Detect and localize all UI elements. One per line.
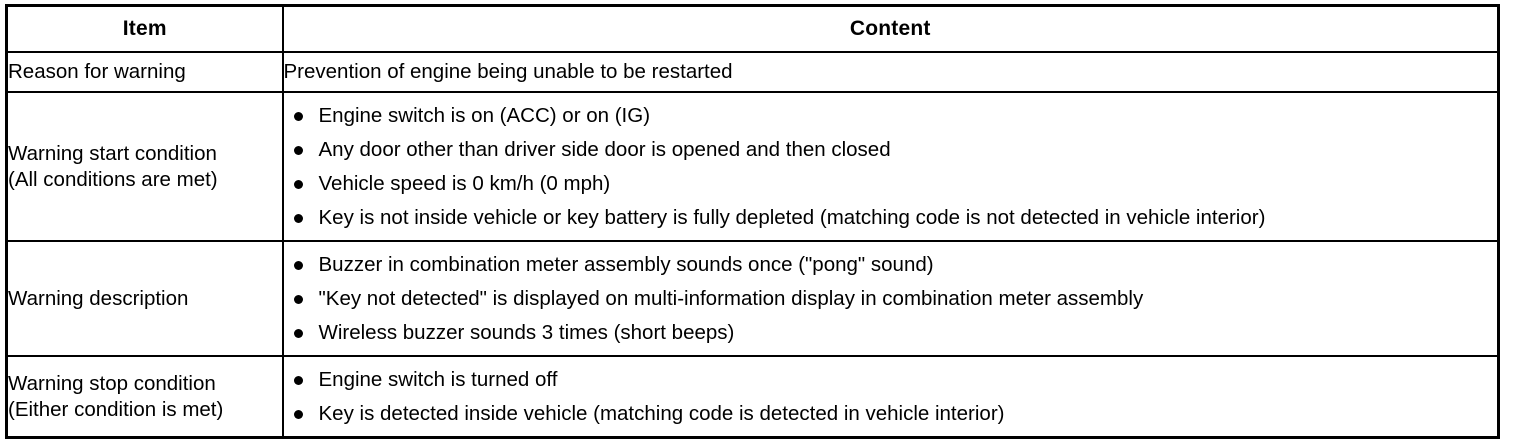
list-item: Engine switch is turned off (284, 366, 1498, 393)
list-item: Buzzer in combination meter assembly sou… (284, 251, 1498, 278)
row-label-reason-for-warning: Reason for warning (5, 51, 284, 93)
list-item-text: Buzzer in combination meter assembly sou… (318, 253, 934, 276)
list-item: "Key not detected" is displayed on multi… (284, 285, 1498, 312)
list-item: Engine switch is on (ACC) or on (IG) (284, 102, 1498, 129)
row-label-line2: (All conditions are met) (8, 167, 218, 191)
row-label-line1: Warning description (8, 286, 189, 310)
table-row: Warning start condition (All conditions … (5, 91, 1500, 242)
list-item: Key is detected inside vehicle (matching… (284, 400, 1498, 427)
list-item-text: Key is detected inside vehicle (matching… (318, 402, 1005, 425)
column-header-item: Item (5, 4, 284, 53)
list-item-text: Any door other than driver side door is … (318, 138, 891, 161)
row-label-warning-stop-condition: Warning stop condition (Either condition… (5, 355, 284, 439)
table-row: Reason for warning Prevention of engine … (5, 51, 1500, 93)
row-content-warning-description: Buzzer in combination meter assembly sou… (281, 240, 1500, 357)
row-label-line2: (Either condition is met) (8, 397, 224, 421)
list-item-text: Wireless buzzer sounds 3 times (short be… (318, 321, 735, 344)
list-item-text: Engine switch is on (ACC) or on (IG) (318, 104, 651, 127)
list-item-text: Engine switch is turned off (318, 368, 558, 391)
bullet-dot-icon (293, 146, 303, 155)
list-item: Wireless buzzer sounds 3 times (short be… (284, 319, 1498, 346)
bullet-dot-icon (293, 410, 303, 419)
row-label-line1: Warning start condition (8, 141, 217, 165)
bullet-dot-icon (293, 112, 303, 121)
row-label-line1: Reason for warning (8, 60, 186, 83)
content-text: Prevention of engine being unable to be … (283, 60, 733, 83)
bullet-list: Engine switch is on (ACC) or on (IG) Any… (284, 93, 1498, 240)
bullet-dot-icon (293, 214, 303, 223)
column-header-content: Content (281, 4, 1500, 53)
warning-specification-table: Item Content Reason for warning Preventi… (5, 4, 1500, 439)
list-item-text: Vehicle speed is 0 km/h (0 mph) (318, 172, 611, 195)
bullet-dot-icon (293, 261, 303, 270)
document-page: Item Content Reason for warning Preventi… (5, 4, 1500, 439)
list-item: Vehicle speed is 0 km/h (0 mph) (284, 170, 1498, 197)
list-item: Any door other than driver side door is … (284, 136, 1498, 163)
list-item-text: Key is not inside vehicle or key battery… (318, 206, 1266, 229)
table-row: Warning stop condition (Either condition… (5, 355, 1500, 439)
bullet-list: Engine switch is turned off Key is detec… (284, 357, 1498, 436)
list-item-text: "Key not detected" is displayed on multi… (318, 287, 1144, 310)
row-label-line1: Warning stop condition (8, 371, 216, 395)
row-label-warning-start-condition: Warning start condition (All conditions … (5, 91, 284, 242)
bullet-dot-icon (293, 376, 303, 385)
bullet-list: Buzzer in combination meter assembly sou… (284, 242, 1498, 355)
bullet-dot-icon (293, 329, 303, 338)
bullet-dot-icon (293, 295, 303, 304)
row-content-warning-stop-condition: Engine switch is turned off Key is detec… (281, 355, 1500, 439)
table-header-row: Item Content (5, 4, 1500, 53)
list-item: Key is not inside vehicle or key battery… (284, 204, 1498, 231)
row-content-reason-for-warning: Prevention of engine being unable to be … (281, 51, 1500, 93)
bullet-dot-icon (293, 180, 303, 189)
row-content-warning-start-condition: Engine switch is on (ACC) or on (IG) Any… (281, 91, 1500, 242)
table-row: Warning description Buzzer in combinatio… (5, 240, 1500, 357)
row-label-warning-description: Warning description (5, 240, 284, 357)
